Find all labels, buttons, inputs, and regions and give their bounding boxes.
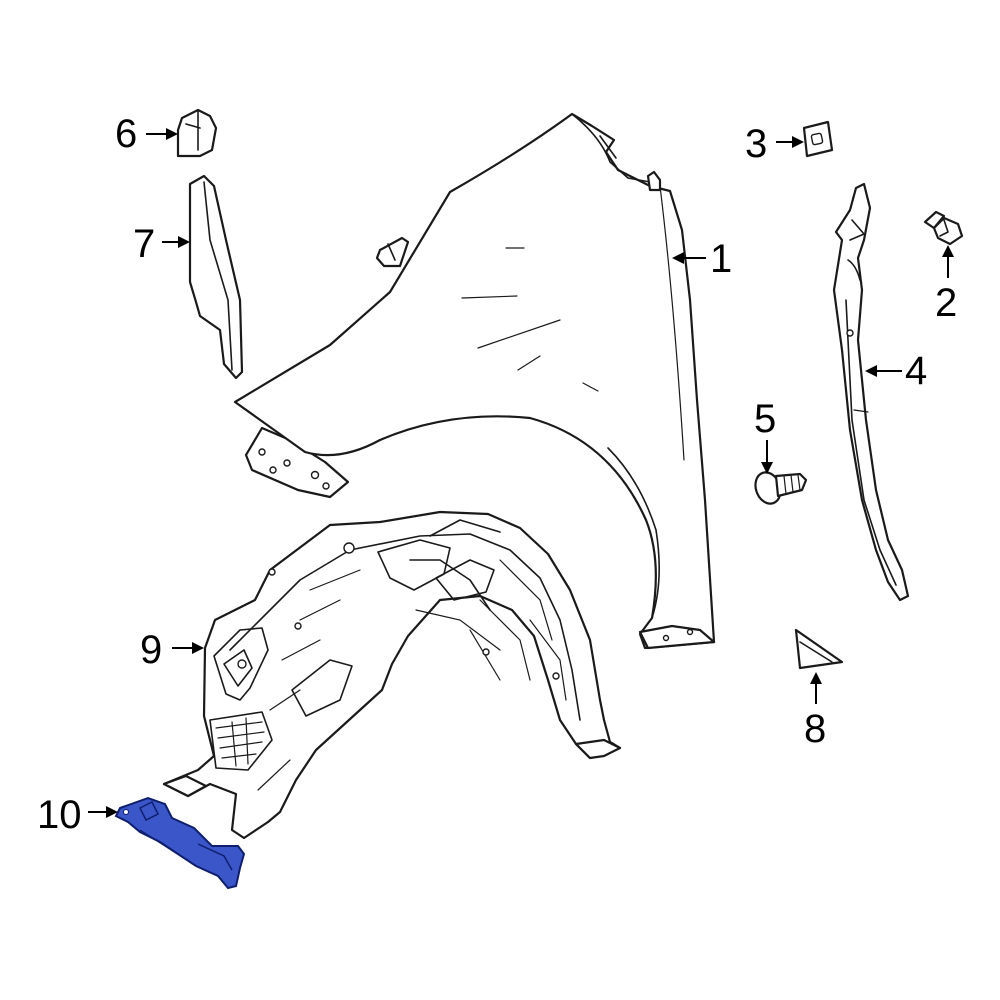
- part-10-splash-shield: [114, 796, 246, 890]
- part-6-cap: [176, 108, 218, 158]
- callout-1: 1: [672, 237, 732, 281]
- callout-4-label: 4: [905, 349, 927, 393]
- callout-9-label: 9: [140, 628, 162, 672]
- callout-7-label: 7: [133, 222, 155, 266]
- callout-2: 2: [935, 245, 957, 325]
- part-5-screw: [754, 471, 808, 505]
- callout-6: 6: [115, 112, 178, 156]
- callout-8: 8: [804, 672, 826, 751]
- part-3-clip-nut: [802, 120, 834, 158]
- part-9-fender-liner: [162, 510, 622, 840]
- callout-6-label: 6: [115, 112, 137, 156]
- callout-3-label: 3: [745, 122, 767, 166]
- callout-5-label: 5: [754, 397, 776, 441]
- part-1-fender: [233, 112, 716, 650]
- callout-2-label: 2: [935, 281, 957, 325]
- callout-3: 3: [745, 122, 804, 166]
- part-4-seal: [832, 182, 910, 602]
- part-2-bolt: [923, 210, 964, 246]
- callout-1-label: 1: [710, 237, 732, 281]
- part-7-seal-strip: [188, 174, 244, 380]
- part-8-trim: [794, 628, 844, 670]
- callout-10: 10: [37, 793, 118, 837]
- callout-10-label: 10: [37, 793, 82, 837]
- callout-8-label: 8: [804, 707, 826, 751]
- callout-4: 4: [865, 349, 927, 393]
- callout-9: 9: [140, 628, 204, 672]
- callout-7: 7: [133, 222, 190, 266]
- callout-5: 5: [754, 397, 776, 474]
